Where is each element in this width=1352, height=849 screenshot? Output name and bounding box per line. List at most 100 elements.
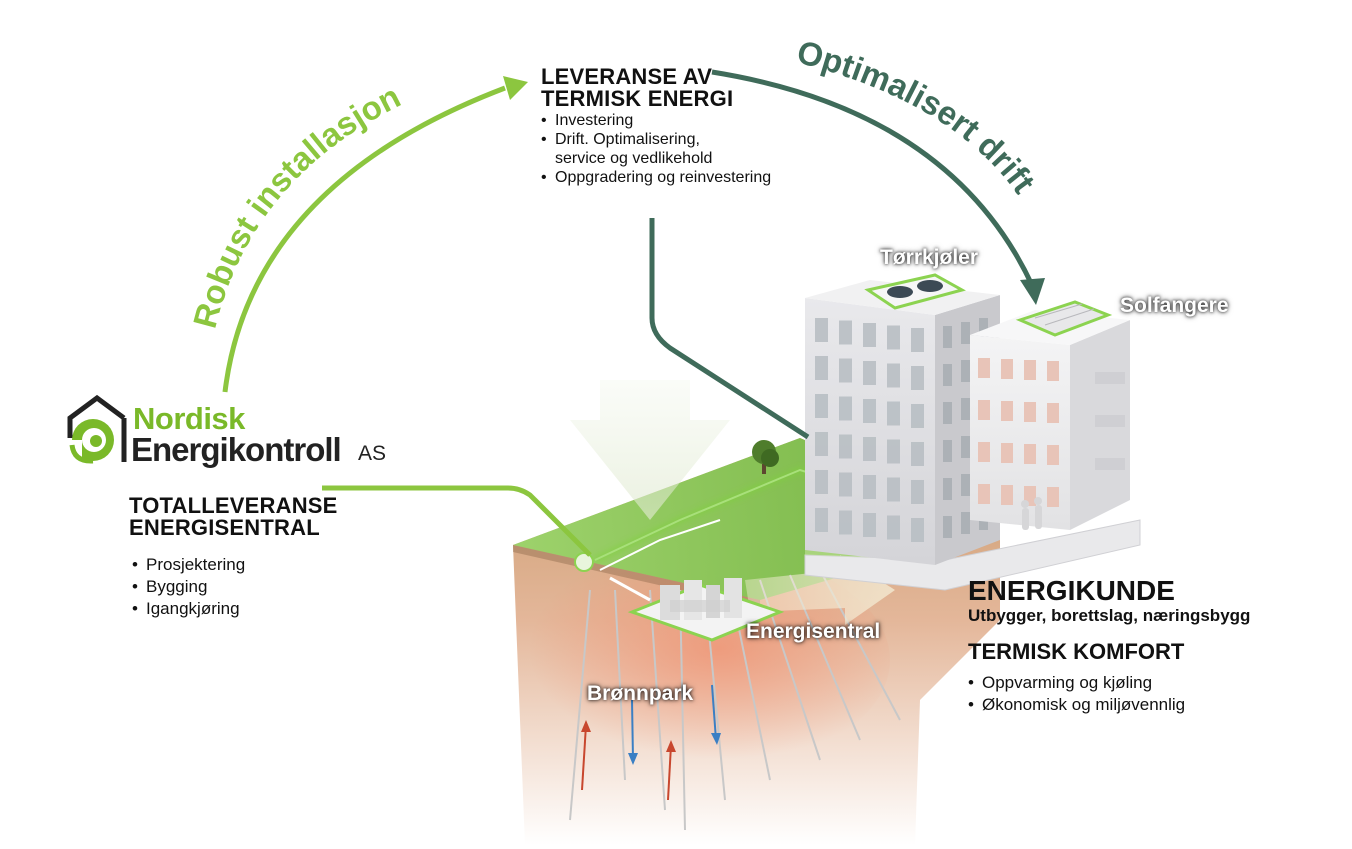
total-list: Prosjektering Bygging Igangkjøring	[132, 554, 338, 620]
comfort-item: Økonomisk og miljøvennlig	[968, 694, 1250, 716]
window	[839, 472, 852, 497]
window	[943, 402, 952, 424]
total-title-line1: TOTALLEVERANSE	[129, 493, 338, 518]
window	[863, 475, 876, 499]
delivery-item: Oppgradering og reinvestering	[541, 168, 771, 187]
window	[839, 358, 852, 383]
window	[839, 320, 852, 345]
window	[887, 325, 900, 350]
window	[839, 510, 852, 535]
customer-subtitle: Utbygger, borettslag, næringsbygg	[968, 606, 1251, 625]
brand-logo-mark	[67, 394, 127, 464]
window	[961, 436, 970, 458]
window	[887, 363, 900, 388]
window	[911, 328, 924, 352]
window	[943, 478, 952, 500]
window	[887, 439, 900, 464]
window	[978, 484, 990, 504]
window	[815, 356, 828, 380]
window	[1047, 403, 1059, 423]
total-item: Bygging	[132, 576, 338, 598]
window	[887, 515, 900, 540]
pipe-junction	[574, 552, 594, 572]
robust-arc-label: Robust installasjon	[186, 77, 406, 331]
optimized-arc-arrow	[711, 69, 1035, 287]
delivery-connector-line	[649, 218, 810, 440]
people	[1021, 497, 1042, 530]
plant-label: Energisentral	[746, 620, 881, 643]
brand-name-line1: Nordisk	[133, 401, 245, 436]
window	[1047, 487, 1059, 507]
total-connector-line	[322, 485, 592, 557]
window	[839, 396, 852, 421]
window	[863, 361, 876, 385]
robust-arrowhead	[503, 76, 528, 100]
robust-arc-arrow	[222, 85, 506, 393]
window	[815, 508, 828, 532]
total-item: Igangkjøring	[132, 598, 338, 620]
energy-plant	[627, 578, 785, 642]
window	[943, 440, 952, 462]
tree	[752, 440, 779, 474]
delivery-item-continued: service og vedlikehold	[555, 150, 713, 167]
window	[911, 518, 924, 542]
window	[911, 480, 924, 504]
customer-block: ENERGIKUNDE Utbygger, borettslag, næring…	[968, 575, 1251, 717]
window	[943, 364, 952, 386]
window	[961, 322, 970, 344]
solar-label: Solfangere	[1120, 294, 1229, 317]
window	[943, 326, 952, 348]
window	[943, 516, 952, 538]
total-block: TOTALLEVERANSE ENERGISENTRAL Prosjekteri…	[129, 493, 338, 621]
window	[978, 442, 990, 462]
delivery-title-line2: TERMISK ENERGI	[541, 86, 734, 111]
window	[961, 512, 970, 534]
window	[961, 474, 970, 496]
brand-name-line2: Energikontroll	[131, 431, 342, 468]
comfort-item: Oppvarming og kjøling	[968, 672, 1250, 694]
window	[815, 432, 828, 456]
optimized-arrowhead	[1020, 278, 1045, 305]
delivery-list: Investering Drift. Optimalisering, servi…	[541, 111, 771, 187]
window	[911, 442, 924, 466]
window	[887, 477, 900, 502]
window	[839, 434, 852, 459]
window	[1001, 401, 1013, 421]
window	[815, 470, 828, 494]
window	[863, 399, 876, 423]
wells-label: Brønnpark	[587, 682, 694, 705]
window	[911, 404, 924, 428]
window	[815, 318, 828, 342]
window	[863, 323, 876, 347]
window	[1024, 444, 1036, 464]
window	[978, 400, 990, 420]
total-title-line2: ENERGISENTRAL	[129, 515, 320, 540]
comfort-list: Oppvarming og kjøling Økonomisk og miljø…	[968, 672, 1250, 716]
delivery-title-line1: LEVERANSE AV	[541, 64, 713, 89]
customer-title: ENERGIKUNDE	[968, 575, 1175, 606]
window	[978, 358, 990, 378]
window	[1001, 485, 1013, 505]
window	[961, 398, 970, 420]
dry-cooler-unit	[864, 273, 966, 310]
solar-collector-unit	[1015, 300, 1113, 337]
window	[1047, 445, 1059, 465]
window	[1001, 359, 1013, 379]
total-item: Prosjektering	[132, 554, 338, 576]
comfort-title: TERMISK KOMFORT	[968, 639, 1185, 664]
window	[1024, 360, 1036, 380]
window	[887, 401, 900, 426]
window	[911, 366, 924, 390]
delivery-block: LEVERANSE AV TERMISK ENERGI Investering …	[541, 64, 771, 188]
down-flow-arrow	[570, 380, 730, 520]
window	[815, 394, 828, 418]
low-building	[970, 310, 1130, 530]
window	[1047, 361, 1059, 381]
optimized-arc-label: Optimalisert drift	[793, 33, 1042, 200]
dry-cooler-label: Tørrkjøler	[880, 246, 979, 269]
window	[979, 318, 988, 340]
window	[863, 513, 876, 537]
window	[1024, 402, 1036, 422]
window	[863, 437, 876, 461]
